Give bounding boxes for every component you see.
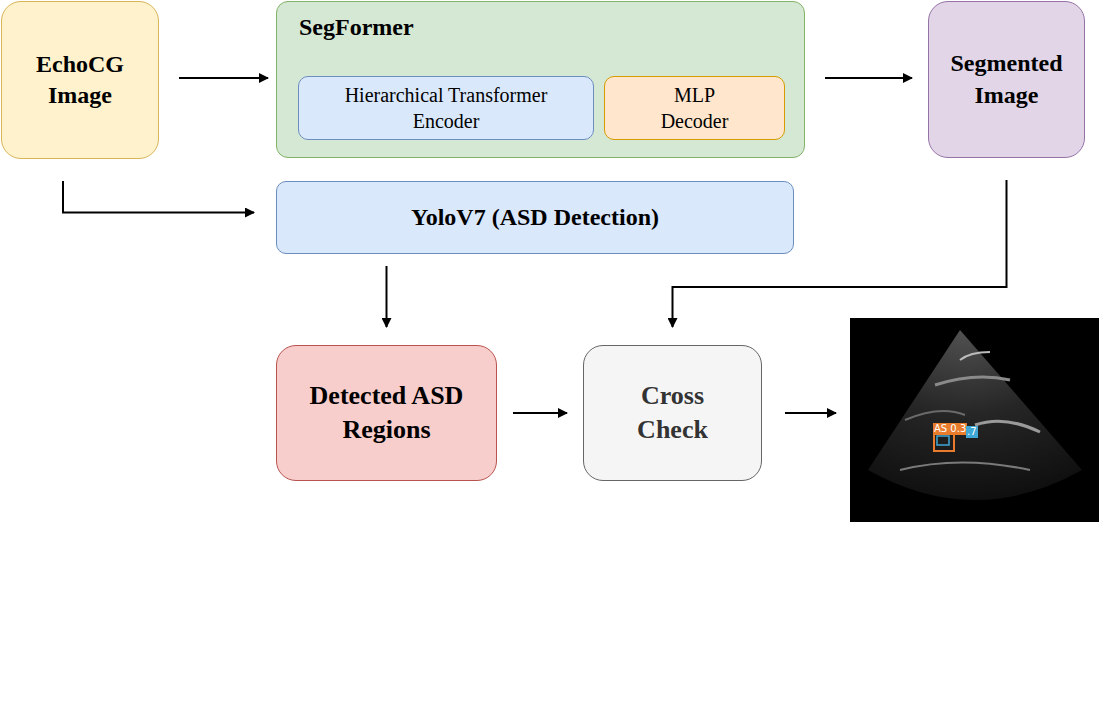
decoder-box: MLP Decoder (604, 76, 785, 140)
group-title: SegFormer (299, 12, 414, 43)
input-box: EchoCG Image (1, 1, 159, 159)
node-label: Detected ASD Regions (294, 379, 479, 447)
flow-arrow (63, 181, 254, 213)
process-box: Cross Check (583, 345, 762, 481)
node-label: YoloV7 (ASD Detection) (411, 202, 659, 233)
output-box: Segmented Image (928, 1, 1085, 158)
flow-arrow (825, 77, 912, 79)
detection-label: AS 0.3 (933, 423, 967, 435)
node-label: EchoCG Image (25, 49, 135, 111)
process-box: Detected ASD Regions (276, 345, 497, 481)
detector-band: YoloV7 (ASD Detection) (276, 181, 794, 254)
flow-arrow (179, 77, 268, 79)
node-label: Segmented Image (947, 48, 1067, 110)
flow-arrow (386, 266, 388, 327)
node-label: MLP Decoder (655, 82, 735, 134)
model-group: SegFormerHierarchical Transformer Encode… (276, 1, 805, 158)
encoder-box: Hierarchical Transformer Encoder (298, 76, 594, 140)
flow-arrow (513, 412, 567, 414)
detection-label: .7 (966, 426, 978, 438)
node-label: Cross Check (618, 379, 728, 447)
node-label: Hierarchical Transformer Encoder (321, 82, 571, 134)
